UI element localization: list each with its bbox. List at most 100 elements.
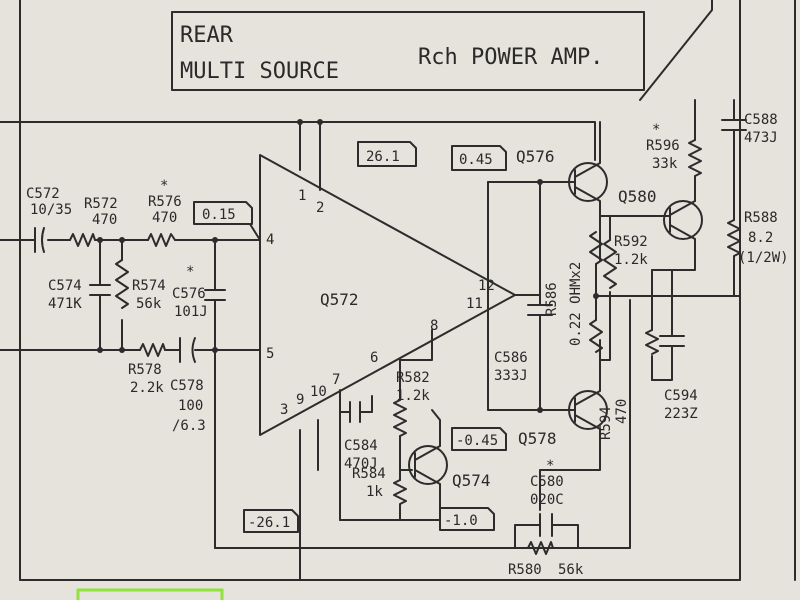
ic-pin-5: 5 <box>266 346 274 362</box>
junction-dot <box>212 237 218 243</box>
value-c576: 101J <box>174 304 208 320</box>
value-c588: 473J <box>744 130 778 146</box>
label-r578: R578 <box>128 362 162 378</box>
junction-dot <box>537 179 543 185</box>
capacitor-c594-symbol <box>659 335 685 347</box>
junction-dot <box>97 237 103 243</box>
title-line-multi-source: MULTI SOURCE <box>180 59 339 84</box>
ic-pin-2: 2 <box>316 200 324 216</box>
ic-pin-4: 4 <box>266 232 274 248</box>
value-r582: 1.2k <box>396 388 430 404</box>
label-r572: R572 <box>84 196 118 212</box>
svg-text:-0.45: -0.45 <box>456 433 498 449</box>
resistor-r592-symbol <box>603 239 617 289</box>
capacitor-c576-symbol <box>204 289 226 301</box>
label-q580: Q580 <box>618 187 657 206</box>
value-r572: 470 <box>92 212 117 228</box>
value-r584: 1k <box>366 484 383 500</box>
value-c572: 10/35 <box>30 202 72 218</box>
ic-pin-3: 3 <box>280 402 288 418</box>
wire-c584 <box>339 389 373 521</box>
label-q576: Q576 <box>516 147 555 166</box>
value-r588: 8.2 <box>748 230 773 246</box>
value-c594: 223Z <box>664 406 698 422</box>
label-c574: C574 <box>48 278 82 294</box>
mark-c580: * <box>546 458 554 474</box>
voltage-tag: -0.45 <box>451 427 507 451</box>
ic-pin-1: 1 <box>298 188 306 204</box>
title-line-rear: REAR <box>180 23 234 48</box>
wire-bottom-inner <box>214 299 631 549</box>
value-r588-power: (1/2W) <box>738 250 789 266</box>
label-r594: R594 <box>598 406 614 440</box>
resistor-r596-symbol <box>688 139 702 177</box>
value-c578-voltage: /6.3 <box>172 418 206 434</box>
junction-dot <box>317 119 323 125</box>
resistor-r574-symbol <box>115 259 129 309</box>
capacitor-c572-symbol <box>34 227 45 253</box>
junction-dot <box>212 347 218 353</box>
value-c578: 100 <box>178 398 203 414</box>
wire-pin8 <box>399 329 433 401</box>
ic-pin-11: 11 <box>466 296 483 312</box>
resistor-r572-symbol <box>69 233 96 247</box>
capacitor-c578-symbol <box>179 337 196 363</box>
resistor-r580-symbol <box>527 541 554 555</box>
label-r596: R596 <box>646 138 680 154</box>
transistor-q578 <box>539 339 608 511</box>
transistor-q574 <box>408 409 448 509</box>
mark-r576: * <box>160 178 168 194</box>
resistor-r586-symbol <box>589 231 603 353</box>
ic-q572-body <box>259 154 516 436</box>
svg-text:-26.1: -26.1 <box>248 515 290 531</box>
mark-c576: * <box>186 264 194 280</box>
wire-r586 <box>595 263 741 321</box>
ic-pin-10: 10 <box>310 384 327 400</box>
ic-pin-8: 8 <box>430 318 438 334</box>
value-r596: 33k <box>652 156 678 172</box>
svg-text:26.1: 26.1 <box>366 149 400 165</box>
wire-r584 <box>339 469 441 521</box>
capacitor-c574-symbol <box>89 284 111 296</box>
value-r576: 470 <box>152 210 177 226</box>
label-c576: C576 <box>172 286 206 302</box>
value-c580: 020C <box>530 492 564 508</box>
wire-c580 <box>514 524 579 549</box>
transistor-q580 <box>651 200 703 271</box>
label-r580: R580 <box>508 562 542 578</box>
ic-pin-12: 12 <box>478 278 495 294</box>
label-c572: C572 <box>26 186 60 202</box>
value-c574: 471K <box>48 296 82 312</box>
voltage-tag: 0.45 <box>451 145 507 171</box>
voltage-tag: 26.1 <box>357 141 417 167</box>
resistor-r584-symbol <box>393 479 407 521</box>
junction-dot <box>593 293 599 299</box>
mark-r596: * <box>652 122 660 138</box>
capacitor-c580-symbol <box>539 513 553 537</box>
junction-dot <box>537 407 543 413</box>
junction-dot <box>119 347 125 353</box>
label-r576: R576 <box>148 194 182 210</box>
wire-r592 <box>599 215 611 361</box>
value-c584: 470J <box>344 456 378 472</box>
label-r586: R586 <box>544 282 560 316</box>
wire-top-rail <box>0 121 596 161</box>
ic-pin-7: 7 <box>332 372 340 388</box>
voltage-tag: -26.1 <box>243 509 299 533</box>
svg-text:0.45: 0.45 <box>459 152 493 168</box>
ic-pin-6: 6 <box>370 350 378 366</box>
resistor-r588-symbol <box>727 219 741 297</box>
transistor-q576 <box>568 121 608 261</box>
title-line-power-amp: Rch POWER AMP. <box>418 45 603 70</box>
svg-text:-1.0: -1.0 <box>444 513 478 529</box>
wire-top-right <box>639 0 713 101</box>
label-c588: C588 <box>744 112 778 128</box>
resistor-r582-symbol <box>393 399 407 437</box>
resistor-r578-symbol <box>139 343 166 357</box>
value-c586: 333J <box>494 368 528 384</box>
label-c594: C594 <box>664 388 698 404</box>
svg-text:0.15: 0.15 <box>202 207 236 223</box>
wire-rail-left <box>19 0 741 581</box>
